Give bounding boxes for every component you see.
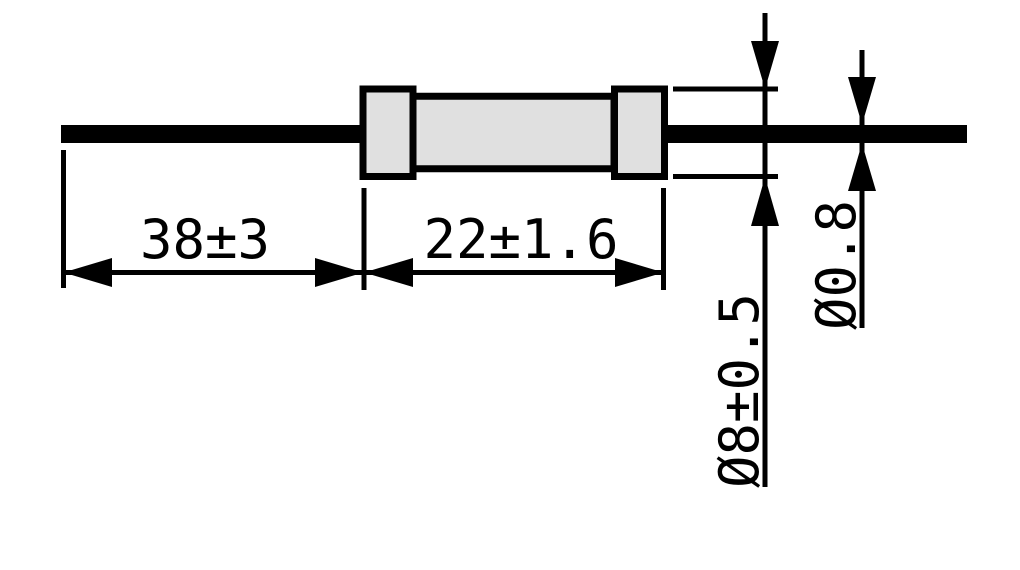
resistor-right-end-cap (611, 85, 668, 180)
arrowhead-lead-diameter-bottom (848, 143, 876, 191)
arrowhead-body-length-right (615, 258, 664, 287)
arrowhead-lead-length-right (315, 258, 364, 287)
dim-label-body-length: 22±1.6 (423, 208, 618, 271)
left-lead-wire (61, 125, 362, 143)
arrowhead-lead-diameter-top (848, 77, 876, 125)
arrowhead-body-length-left (364, 258, 413, 287)
arrowhead-body-diameter-top (751, 41, 779, 89)
dim-label-lead-diameter: Ø0.8 (805, 200, 868, 330)
right-lead-wire (666, 125, 967, 143)
resistor-body-center (409, 92, 618, 173)
dim-label-lead-length: 38±3 (140, 208, 270, 271)
arrowhead-body-diameter-bottom (751, 177, 779, 226)
dim-label-body-diameter: Ø8±0.5 (708, 293, 771, 488)
arrowhead-lead-length-left (63, 258, 112, 287)
resistor-left-end-cap (359, 85, 417, 180)
